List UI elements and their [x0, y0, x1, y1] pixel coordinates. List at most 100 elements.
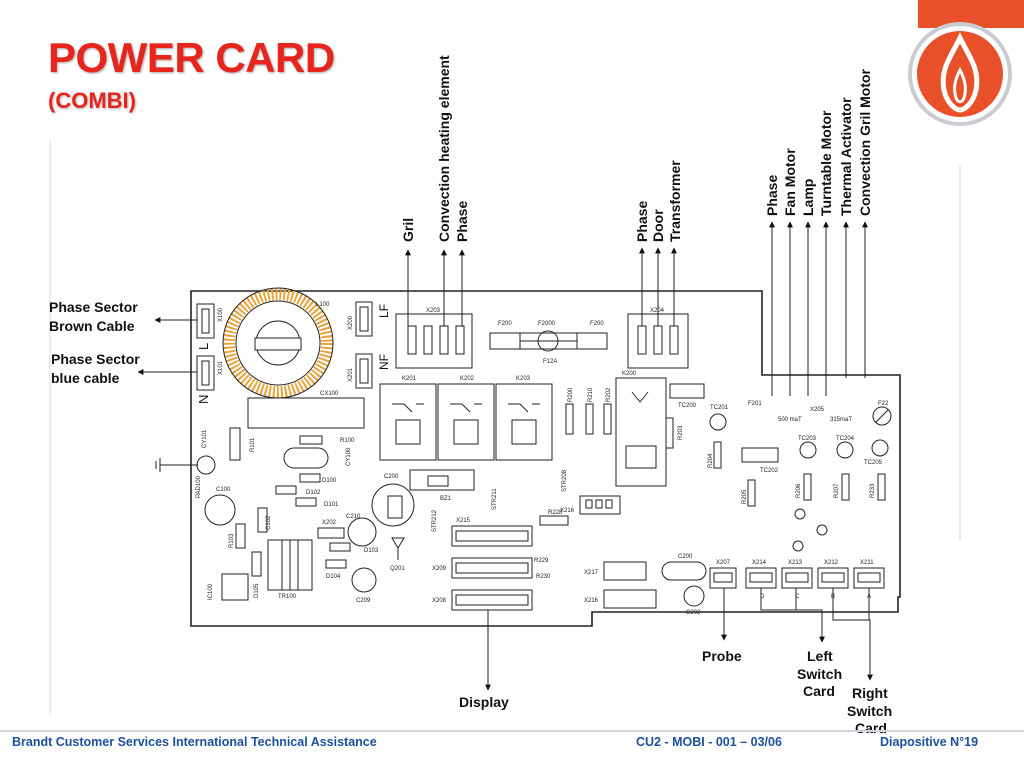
label-phase-x203: Phase [454, 201, 470, 242]
label-f201: F201 [748, 401, 762, 407]
label-d105: D105 [254, 583, 260, 598]
label-c100: C100 [216, 487, 231, 493]
label-convection-heating-element: Convection heating element [436, 55, 452, 242]
label-k201: K201 [402, 376, 417, 382]
label-right-switch-1: Right [852, 685, 888, 701]
label-left-switch-1: Left [807, 648, 833, 664]
label-q201: Q201 [390, 566, 405, 572]
fuse-f2000 [489, 330, 608, 352]
label-gril: Gril [400, 218, 416, 242]
label-door: Door [650, 209, 666, 242]
relay-k201 [379, 383, 437, 461]
label-d101: D101 [324, 502, 339, 508]
label-probe: Probe [702, 648, 742, 664]
label-n: N [196, 395, 211, 404]
label-phase-sector-2: Phase Sector [51, 351, 140, 367]
label-tc201: TC201 [710, 405, 729, 411]
label-x216-top: X216 [560, 508, 575, 514]
label-convection-gril-motor: Convection Gril Motor [857, 68, 873, 216]
label-x216-bottom: X216 [584, 598, 599, 604]
relay-k202 [437, 383, 495, 461]
label-x213: X213 [788, 560, 803, 566]
label-pad100: PAD100 [196, 475, 202, 498]
label-x217: X217 [584, 570, 599, 576]
label-phase-x205: Phase [764, 175, 780, 216]
label-x209: X209 [432, 566, 447, 572]
label-str208: STR208 [562, 469, 568, 492]
label-r206: R206 [796, 483, 802, 498]
label-r228: R228 [548, 510, 563, 516]
label-x204: X204 [650, 308, 665, 314]
label-r101: R101 [250, 437, 256, 452]
label-r229: R229 [534, 558, 549, 564]
label-str212: STR212 [432, 509, 438, 532]
label-x201: X201 [348, 367, 354, 382]
label-right-switch-2: Switch [847, 703, 892, 719]
label-fan-motor: Fan Motor [782, 148, 798, 216]
label-x200: X200 [348, 315, 354, 330]
footer-middle: CU2 - MOBI - 001 – 03/06 [636, 735, 782, 749]
label-r204: R204 [708, 453, 714, 468]
flame-logo-icon [908, 22, 1012, 126]
connector-x213 [781, 567, 813, 589]
label-k203: K203 [516, 376, 531, 382]
label-d100: D100 [322, 478, 337, 484]
label-d104: D104 [326, 574, 341, 580]
label-fuse-500mat: 500 maT [778, 417, 802, 423]
label-lamp: Lamp [800, 179, 816, 216]
label-x212: X212 [824, 560, 839, 566]
label-r202: R202 [606, 387, 612, 402]
label-x211: X211 [860, 560, 874, 566]
label-tc205: TC205 [864, 460, 883, 466]
connector-x203 [395, 313, 473, 369]
label-r103: R103 [229, 533, 235, 548]
label-fuse-315mat: 315maT [830, 417, 852, 423]
label-tr100: TR100 [278, 594, 297, 600]
connector-x100 [196, 303, 215, 339]
label-r200: R200 [568, 387, 574, 402]
toroid-l100 [222, 287, 334, 399]
label-x202: X202 [322, 520, 337, 526]
pcb-outline [190, 290, 901, 627]
label-c210: C210 [346, 514, 361, 520]
label-d102: D102 [306, 490, 321, 496]
label-x208: X208 [432, 598, 447, 604]
label-left-switch-2: Switch [797, 666, 842, 682]
label-phase-sector-1: Phase Sector [49, 299, 138, 315]
label-x205: X205 [810, 407, 825, 413]
label-f22: F22 [878, 401, 889, 407]
label-bz1: BZ1 [440, 496, 452, 502]
label-turntable-motor: Turntable Motor [818, 110, 834, 216]
connector-x215 [451, 525, 533, 547]
label-cy100: CY100 [346, 447, 352, 466]
label-l100: L100 [316, 302, 330, 308]
label-x214: X214 [752, 560, 767, 566]
label-tc202: TC202 [760, 468, 779, 474]
label-c209: C209 [356, 598, 371, 604]
label-c200: C200 [384, 474, 399, 480]
label-c200-right: C200 [678, 554, 693, 560]
label-left-switch-3: Card [803, 683, 835, 699]
label-k202: K202 [460, 376, 475, 382]
label-x207: X207 [716, 560, 731, 566]
label-k200: K200 [622, 371, 637, 377]
label-ic100: IC100 [208, 583, 214, 600]
label-blue-cable: blue cable [51, 370, 120, 386]
label-transformer: Transformer [667, 160, 683, 242]
label-f2000: F2000 [538, 321, 556, 327]
relay-k200 [615, 377, 667, 487]
connector-x211 [853, 567, 885, 589]
label-cx100: CX100 [320, 391, 339, 397]
footer-divider [0, 730, 1024, 732]
page-title: POWER CARD [48, 34, 335, 81]
label-thermal-activator: Thermal Activator [838, 97, 854, 216]
label-display: Display [459, 694, 509, 710]
label-r233: R233 [870, 483, 876, 498]
label-x215: X215 [456, 518, 471, 524]
label-tc200: TC200 [678, 403, 697, 409]
label-lf: LF [377, 304, 391, 318]
label-x101: X101 [218, 360, 224, 375]
label-d103: D103 [364, 548, 379, 554]
label-right-switch-3: Card [855, 720, 887, 736]
label-cy101: CY101 [202, 429, 208, 448]
